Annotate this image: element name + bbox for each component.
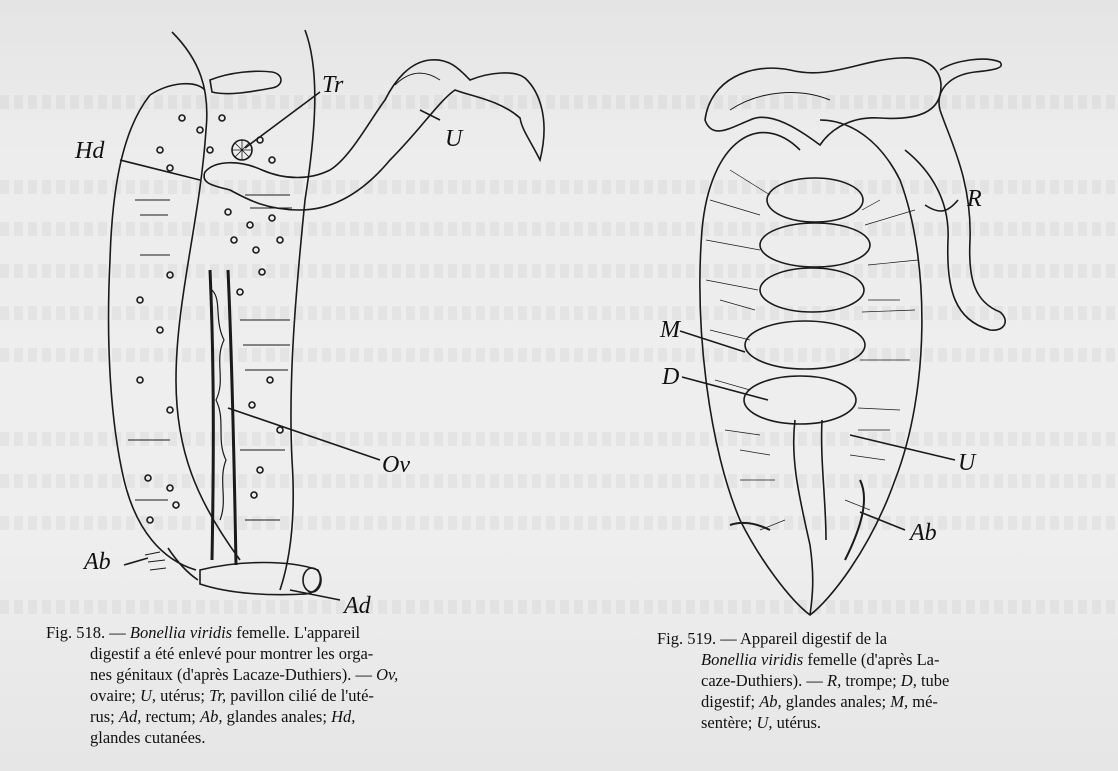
caption-518-line-3: nes génitaux (d'après Lacaze-Duthiers). … xyxy=(46,664,606,685)
caption-518-line-4: ovaire; U, utérus; Tr, pavillon cilié de… xyxy=(46,685,606,706)
caption-518-line3a: nes génitaux (d'après Lacaze-Duthiers). … xyxy=(90,665,372,684)
caption-518-line4a: ovaire; xyxy=(90,686,136,705)
caption-519-m: M, xyxy=(890,692,908,711)
caption-518-line-6: glandes cutanées. xyxy=(46,727,606,748)
label-ov: Ov xyxy=(382,452,410,478)
label-u: U xyxy=(445,126,464,152)
caption-519-d: D, xyxy=(901,671,917,690)
figure-518-caption: Fig. 518. — Bonellia viridis femelle. L'… xyxy=(46,622,606,748)
caption-518-line5b: rectum; xyxy=(145,707,195,726)
caption-519-species: Bonellia viridis xyxy=(701,650,803,669)
label-m: M xyxy=(659,317,682,343)
caption-519-line4b: glandes anales; xyxy=(786,692,886,711)
label-d: D xyxy=(661,364,679,390)
label-r: R xyxy=(966,186,982,212)
caption-519-line-5: sentère; U, utérus. xyxy=(657,712,1097,733)
label-ab-519: Ab xyxy=(908,520,937,546)
caption-519-line4c: mé- xyxy=(912,692,938,711)
caption-519-line3b: trompe; xyxy=(845,671,896,690)
caption-518-line-2: digestif a été enlevé pour montrer les o… xyxy=(46,643,606,664)
caption-519-line3c: tube xyxy=(921,671,949,690)
caption-519-u: U, xyxy=(756,713,772,732)
caption-519-r: R, xyxy=(827,671,841,690)
caption-518-ab: Ab, xyxy=(200,707,222,726)
caption-518-line4b: utérus; xyxy=(160,686,205,705)
caption-519-line-3: caze-Duthiers). — R, trompe; D, tube xyxy=(657,670,1097,691)
figure-519-caption: Fig. 519. — Appareil digestif de la Bone… xyxy=(657,628,1097,733)
caption-518-line1-rest: femelle. L'appareil xyxy=(236,623,360,642)
figure-518-drawing xyxy=(109,30,544,600)
label-u-519: U xyxy=(958,450,977,476)
caption-518-ov: Ov, xyxy=(376,665,398,684)
label-ab: Ab xyxy=(82,549,111,575)
caption-518-ad: Ad, xyxy=(119,707,141,726)
caption-519-line-2: Bonellia viridis femelle (d'après La- xyxy=(657,649,1097,670)
caption-518-line-1: Fig. 518. — Bonellia viridis femelle. L'… xyxy=(46,623,360,642)
caption-519-line4a: digestif; xyxy=(701,692,755,711)
caption-518-tr: Tr, xyxy=(209,686,226,705)
label-tr: Tr xyxy=(322,72,344,98)
caption-519-line3a: caze-Duthiers). — xyxy=(701,671,823,690)
caption-518-line5a: rus; xyxy=(90,707,115,726)
caption-519-line-1: Fig. 519. — Appareil digestif de la xyxy=(657,629,887,648)
label-ad: Ad xyxy=(342,593,372,619)
caption-519-line-4: digestif; Ab, glandes anales; M, mé- xyxy=(657,691,1097,712)
caption-518-u: U, xyxy=(140,686,156,705)
caption-518-species: Bonellia viridis xyxy=(130,623,232,642)
caption-519-ab: Ab, xyxy=(759,692,781,711)
caption-518-line5c: glandes anales; xyxy=(227,707,327,726)
figure-519-drawing xyxy=(680,58,1005,615)
caption-519-line2-rest: femelle (d'après La- xyxy=(807,650,939,669)
caption-518-line4c: pavillon cilié de l'uté- xyxy=(230,686,374,705)
caption-519-line5a: sentère; xyxy=(701,713,752,732)
caption-519-line5b: utérus. xyxy=(777,713,821,732)
caption-518-hd: Hd, xyxy=(331,707,355,726)
label-hd: Hd xyxy=(74,138,105,164)
caption-518-number: Fig. 518. — xyxy=(46,623,126,642)
caption-518-line-5: rus; Ad, rectum; Ab, glandes anales; Hd, xyxy=(46,706,606,727)
